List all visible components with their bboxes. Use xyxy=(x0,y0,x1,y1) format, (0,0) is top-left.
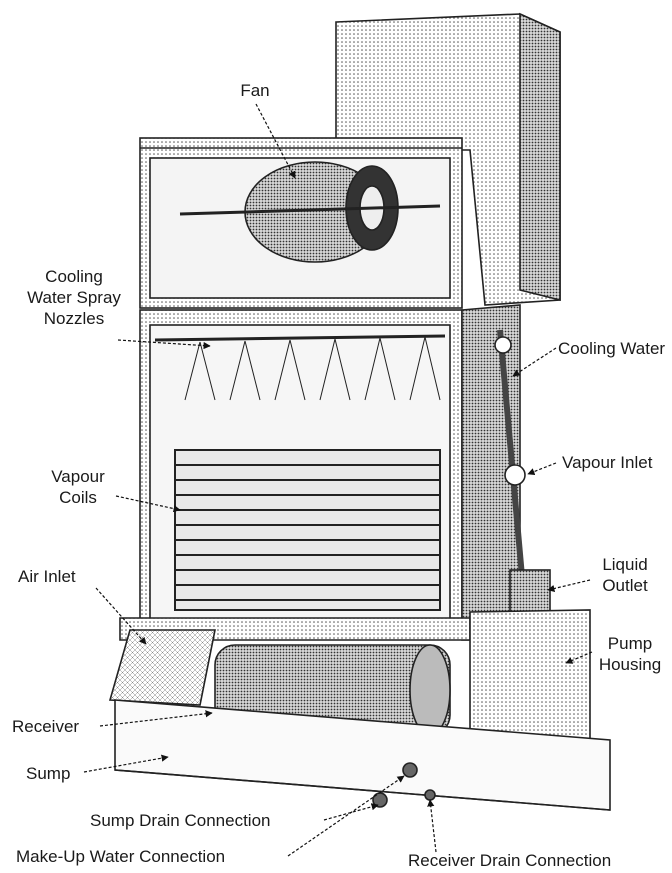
leader-make-up-water xyxy=(287,775,405,857)
label-cooling-water: Cooling Water xyxy=(558,339,666,358)
machine-illustration xyxy=(108,12,611,811)
leader-sump xyxy=(83,754,169,773)
label-pump-housing: Pump Housing xyxy=(598,634,662,674)
air-inlet-grille xyxy=(108,629,216,706)
label-sump: Sump xyxy=(26,764,71,783)
label-make-up-water-connection: Make-Up Water Connection xyxy=(16,847,226,866)
label-receiver-drain-connection: Receiver Drain Connection xyxy=(408,851,612,870)
label-receiver: Receiver xyxy=(12,717,80,736)
leader-fan xyxy=(255,103,296,179)
spray-nozzles xyxy=(184,336,441,401)
leader-cooling-water xyxy=(512,347,557,377)
leader-vapour-coils xyxy=(115,495,181,513)
label-fan: Fan xyxy=(240,81,270,100)
receiver-drain-fitting xyxy=(424,789,436,801)
label-cooling-water-spray-nozzles: Cooling Water Spray Nozzles xyxy=(27,267,121,328)
leader-receiver-drain xyxy=(427,799,437,853)
label-vapour-coils: Vapour Coils xyxy=(51,467,105,507)
leader-receiver xyxy=(99,710,213,727)
label-vapour-inlet: Vapour Inlet xyxy=(562,453,653,472)
vapour-coil-bank xyxy=(174,449,441,611)
liquid-outlet-fitting xyxy=(509,569,551,616)
label-liquid-outlet: Liquid Outlet xyxy=(602,555,648,595)
make-up-fitting xyxy=(402,762,418,778)
leader-vapour-inlet xyxy=(527,462,557,475)
leader-liquid-outlet xyxy=(547,579,591,593)
leader-lines xyxy=(83,103,593,857)
leader-air-inlet xyxy=(95,587,147,645)
spray-header xyxy=(154,334,446,342)
vapour-inlet-fitting xyxy=(504,464,526,486)
leader-sump-drain xyxy=(323,803,379,821)
sump-drain-fitting xyxy=(372,792,388,808)
leader-spray-nozzles xyxy=(117,339,211,350)
label-sump-drain-connection: Sump Drain Connection xyxy=(90,811,271,830)
label-air-inlet: Air Inlet xyxy=(18,567,76,586)
